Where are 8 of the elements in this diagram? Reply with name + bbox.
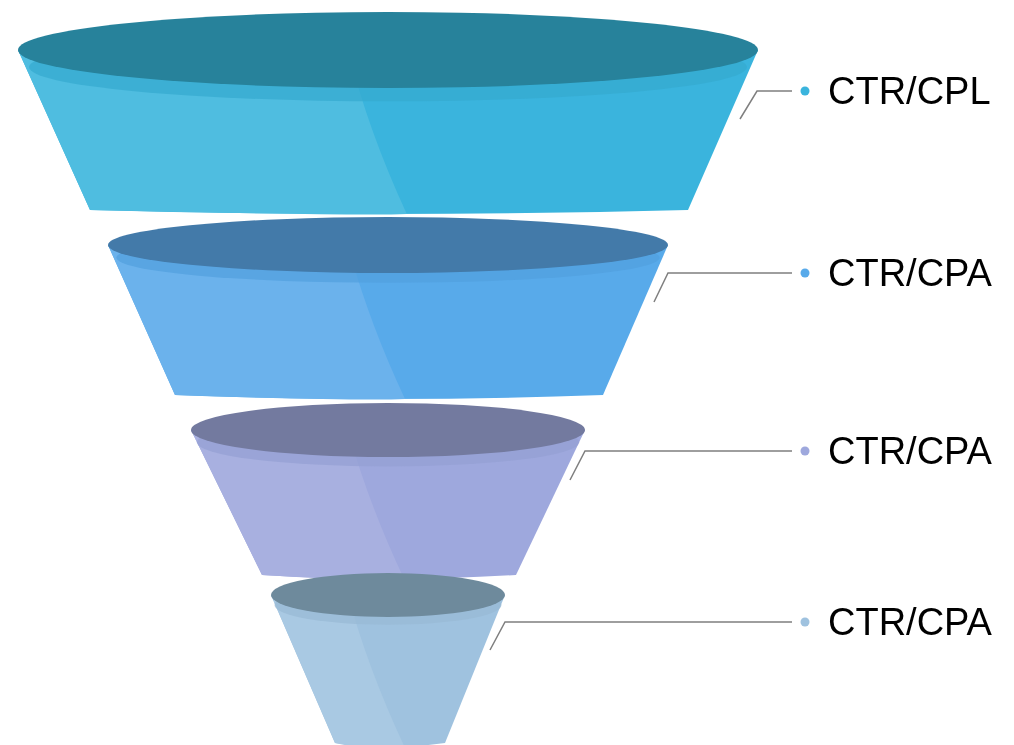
leader-line — [653, 268, 810, 303]
leader-line — [739, 86, 810, 120]
stage-label: CTR/CPL — [827, 69, 991, 114]
leader-line — [489, 617, 810, 651]
stage-label: CTR/CPA — [827, 251, 992, 296]
stage-label: CTR/CPA — [827, 429, 992, 474]
stage-label: CTR/CPA — [827, 600, 992, 645]
leader-line — [569, 446, 810, 481]
